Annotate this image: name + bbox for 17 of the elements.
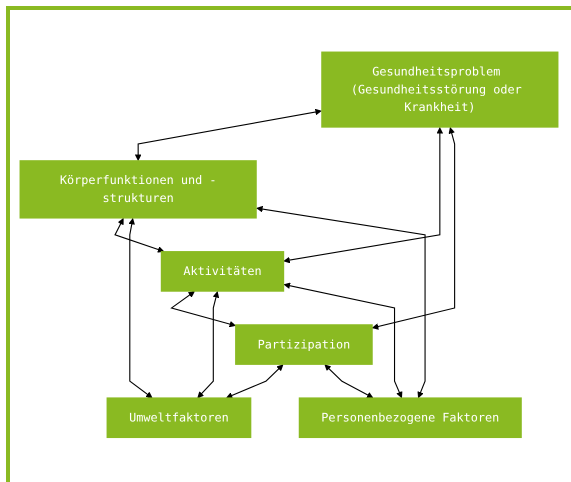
arrow [284, 128, 444, 264]
node-box: Partizipation [235, 324, 373, 366]
arrow [134, 109, 322, 162]
arrow [114, 218, 164, 253]
arrow [256, 206, 426, 398]
node-box: Gesundheitsproblem (Gesundheitsstörung oder Krankheit) [321, 52, 558, 128]
arrow [226, 364, 284, 399]
arrow [170, 291, 236, 328]
arrow [324, 364, 374, 398]
arrow [372, 127, 456, 330]
node-box: Umweltfaktoren [106, 398, 252, 438]
node-box: Körperfunktionen und -strukturen [20, 160, 257, 219]
arrow [128, 218, 152, 398]
node-box: Personenbezogene Faktoren [298, 398, 522, 438]
arrow [197, 292, 220, 398]
arrow [284, 282, 402, 398]
node-box: Aktivitäten [160, 251, 284, 292]
